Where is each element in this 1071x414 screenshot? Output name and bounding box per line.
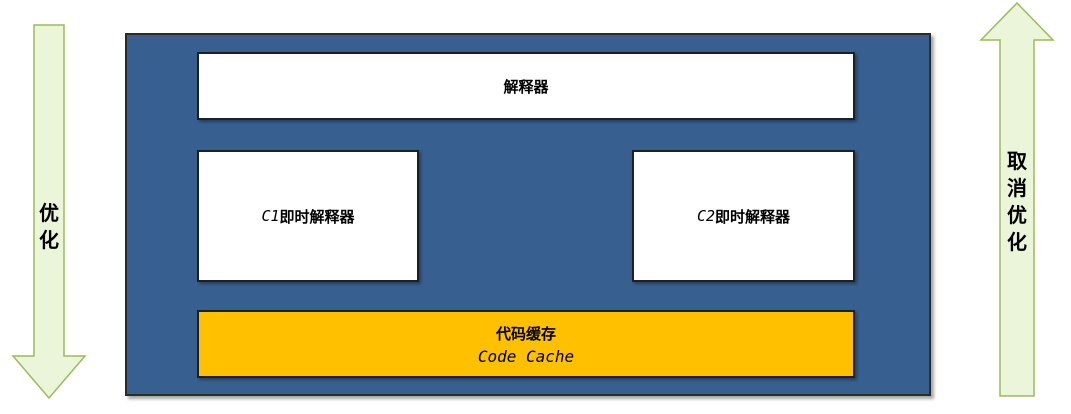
- code-cache-label-en: Code Cache: [477, 346, 575, 366]
- deoptimize-label-char: 化: [1007, 230, 1027, 254]
- up-arrow-icon: [979, 2, 1055, 397]
- interpreter-label: 解释器: [503, 77, 549, 96]
- interpreter-box: 解释器: [197, 52, 855, 120]
- c1-label: 即时解释器: [279, 207, 355, 226]
- c1-prefix: C1: [261, 207, 280, 225]
- optimize-label-char: 优: [39, 201, 59, 225]
- deoptimize-up-arrow: 取 消 优 化: [978, 2, 1056, 398]
- code-cache-box: 代码缓存 Code Cache: [197, 310, 855, 378]
- deoptimize-label-char: 取: [1007, 149, 1027, 173]
- optimize-down-arrow: 优 化: [10, 24, 88, 400]
- deoptimize-label: 取 消 优 化: [978, 148, 1056, 256]
- down-arrow-icon: [11, 24, 87, 400]
- optimize-label-char: 化: [39, 228, 59, 252]
- optimize-label: 优 化: [10, 200, 88, 254]
- code-cache-label-cn: 代码缓存: [495, 324, 556, 343]
- c2-prefix: C2: [696, 207, 716, 225]
- deoptimize-label-char: 消: [1007, 176, 1027, 200]
- deoptimize-label-char: 优: [1007, 203, 1027, 227]
- c2-label: 即时解释器: [715, 207, 791, 226]
